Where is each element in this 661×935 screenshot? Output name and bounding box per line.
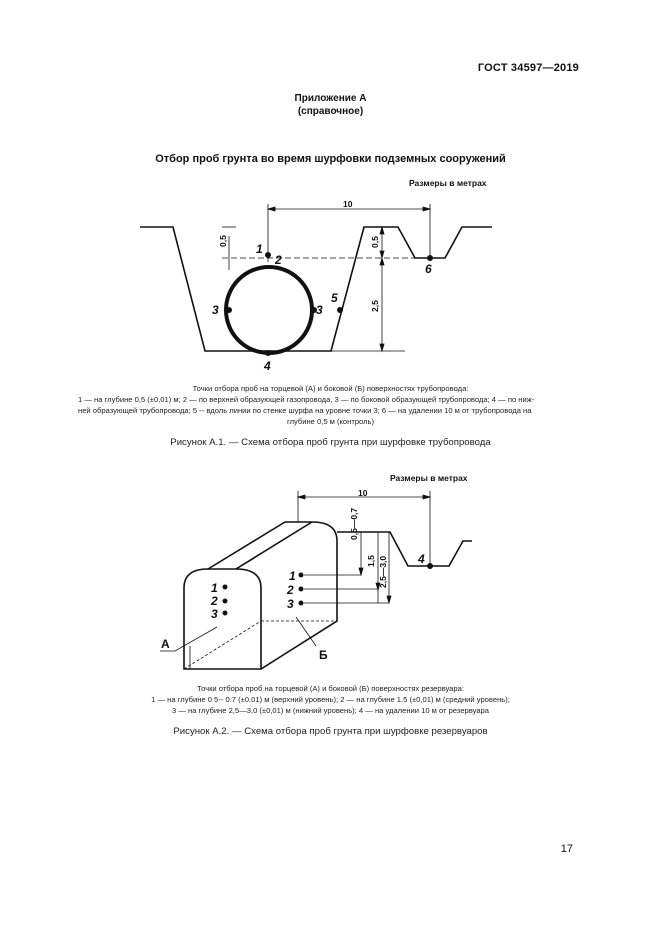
fig2-label-1b: 1: [289, 569, 296, 583]
fig1-label-3a: 3: [212, 303, 219, 317]
fig1-label-3b: 3: [316, 303, 323, 317]
fig1-legend-line: глубине 0,5 м (контроль): [286, 417, 375, 426]
fig2-tank-body: [207, 521, 338, 670]
fig2-legend-line: Точки отбора проб на торцевой (А) и боко…: [197, 684, 464, 693]
fig2-point-1b: [298, 572, 304, 578]
fig1-point-3-left: [226, 307, 232, 313]
fig2-point-2a: [222, 598, 228, 604]
fig2-label-a: А: [161, 637, 170, 651]
fig1-dims-note: Размеры в метрах: [409, 178, 487, 188]
fig2-label-b: Б: [319, 648, 328, 662]
fig2-label-3a: 3: [211, 607, 218, 621]
fig2-label-1a: 1: [211, 581, 218, 595]
fig1-label-4: 4: [263, 359, 271, 373]
fig2-point-3b: [298, 600, 304, 606]
fig2-tank-front: [183, 568, 262, 670]
fig1-dim-05-left: 0,5: [218, 235, 228, 247]
annex-title: Приложение А: [294, 93, 367, 104]
fig2-point-4: [427, 563, 433, 569]
fig1-label-5: 5: [331, 291, 338, 305]
fig2-legend: Точки отбора проб на торцевой (А) и боко…: [78, 683, 583, 716]
fig1-legend-line: ней образующей трубопровода; 5 -- вдоль …: [78, 406, 532, 415]
section-title: Отбор проб грунта во время шурфовки подз…: [155, 153, 506, 165]
fig1-point-5: [337, 307, 343, 313]
fig2-label-2a: 2: [210, 594, 218, 608]
fig1-point-6: [427, 255, 433, 261]
fig2-dims-note: Размеры в метрах: [390, 473, 468, 483]
fig1-dim-05-right: 0,5: [370, 236, 380, 248]
fig2-point-2b: [298, 586, 304, 592]
fig2-dim-15: 1,5: [366, 555, 376, 567]
fig1-label-1: 1: [256, 242, 263, 256]
fig1-point-4: [265, 350, 271, 356]
standard-number: ГОСТ 34597—2019: [477, 62, 579, 74]
fig2-dim-2530: 2,5—3,0: [378, 556, 388, 588]
page-number: 17: [560, 843, 573, 855]
fig2-point-3a: [222, 610, 228, 616]
fig2-dim-10: 10: [358, 488, 368, 498]
fig1-point-1: [265, 252, 271, 258]
fig2-caption: Рисунок А.2. — Схема отбора проб грунта …: [173, 726, 488, 737]
fig2-label-3b: 3: [287, 597, 294, 611]
fig1-legend-line: Точки отбора проб на торцевой (А) и боко…: [192, 384, 469, 393]
fig1-legend: Точки отбора проб на торцевой (А) и боко…: [78, 383, 583, 427]
fig2-legend-line: 1 — на глубине 0 5-- 0.7 (±0.01) м (верх…: [151, 695, 510, 704]
fig2-label-4: 4: [417, 552, 425, 566]
fig1-legend-line: 1 — на глубине 0,5 (±0,01) м; 2 — по вер…: [78, 395, 535, 404]
fig1-dim-25: 2,5: [370, 300, 380, 312]
annex-heading: Приложение А (справочное): [0, 92, 661, 118]
fig1-caption: Рисунок А.1. — Схема отбора проб грунта …: [170, 437, 491, 448]
fig1-label-6: 6: [425, 262, 432, 276]
fig2-point-1a: [222, 584, 228, 590]
annex-note: (справочное): [297, 106, 364, 117]
fig1-point-3-right: [311, 307, 317, 313]
fig1-dim-10: 10: [343, 199, 353, 209]
fig2-legend-line: 3 — на глубине 2,5—3,0 (±0,01) м (нижний…: [171, 706, 490, 715]
fig2-label-2b: 2: [286, 583, 294, 597]
fig2-dim-0507: 0,5—0,7: [349, 508, 359, 540]
fig1-label-2: 2: [274, 253, 282, 267]
